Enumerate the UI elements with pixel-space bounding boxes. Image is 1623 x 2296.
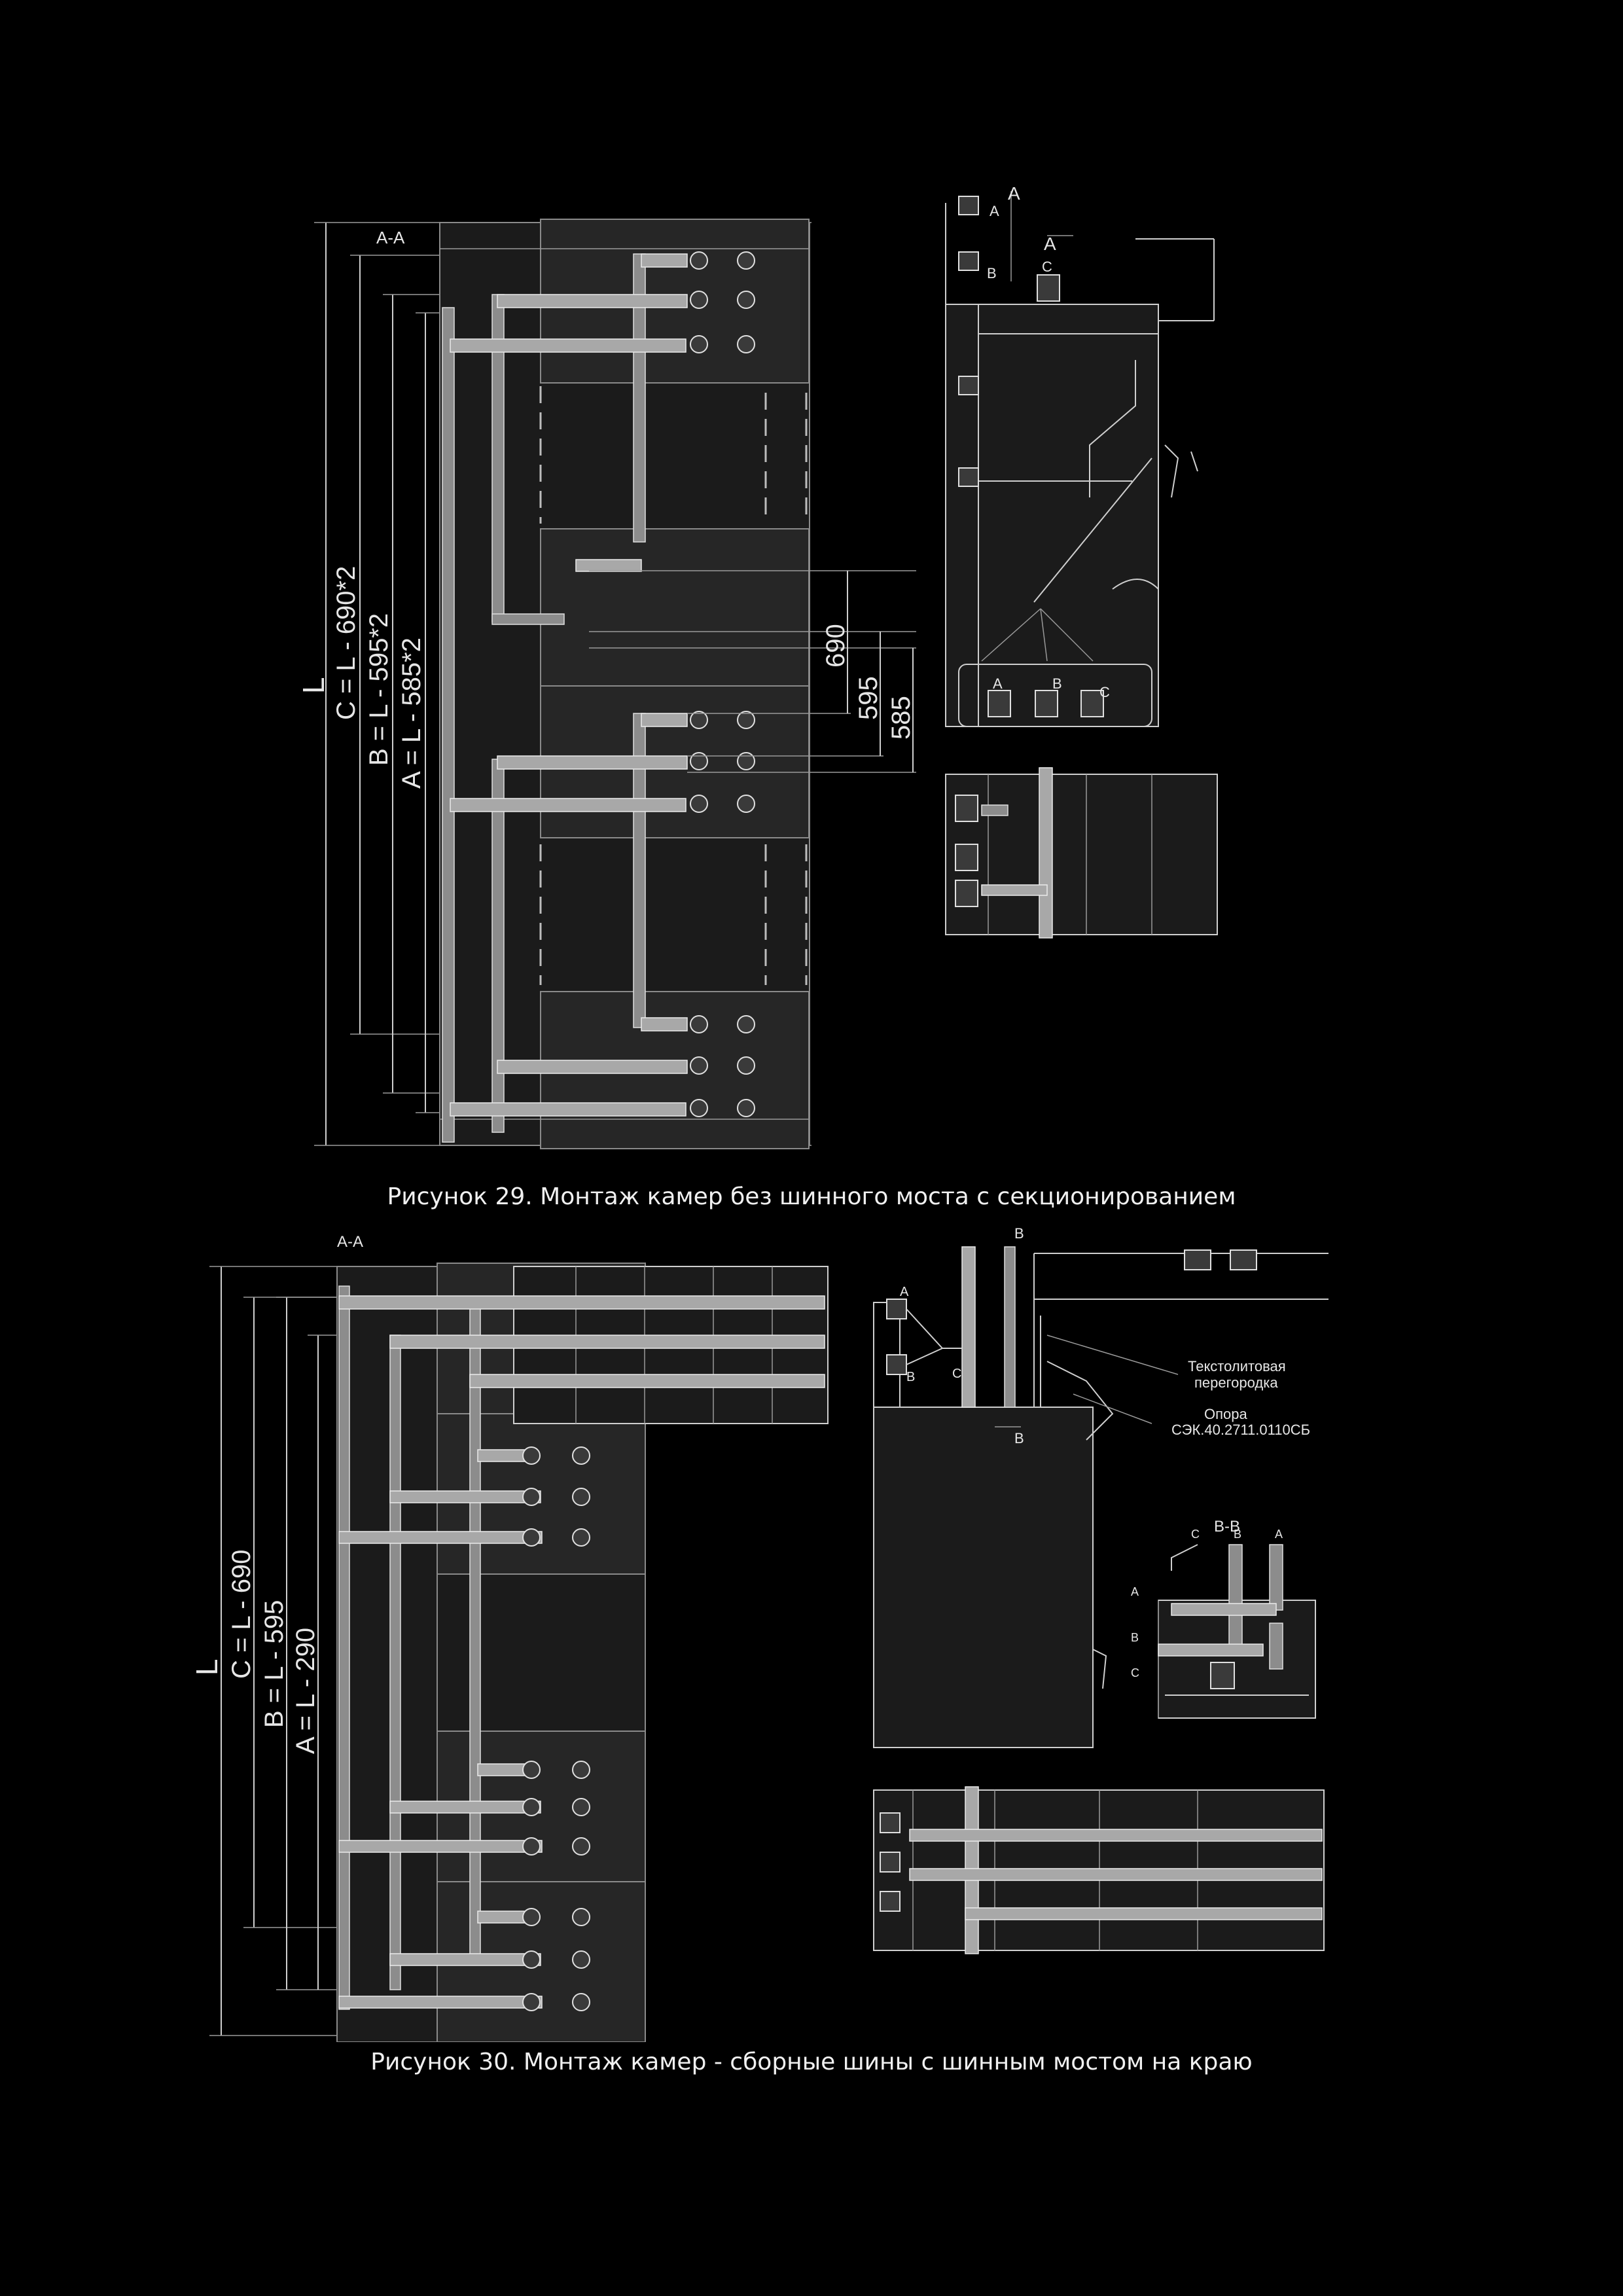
fig30-side-labels: A B C B B Текстолитовая перегородка Опор… <box>900 1225 1310 1446</box>
fig30-note-partition-2: перегородка <box>1194 1374 1278 1391</box>
fig30-bushings <box>522 1446 590 2011</box>
figure-29-drawing: A B C A A A B C A-A L C = L - 690*2 B = … <box>296 183 1218 1149</box>
fig30-side-c: C <box>952 1367 961 1381</box>
figure-30-caption: Рисунок 30. Монтаж камер - сборные шины … <box>370 2049 1253 2075</box>
fig30-note-support-2: СЭК.40.2711.0110СБ <box>1171 1422 1310 1438</box>
fig30-section-label: A-A <box>337 1233 363 1251</box>
fig29-dim-b: B = L - 595*2 <box>365 613 393 766</box>
fig30-section-bb: B-B C B A A B C <box>1131 1518 1316 1719</box>
fig30-dim-a: A = L - 290 <box>291 1628 320 1754</box>
bb-label-b: B <box>1234 1528 1241 1541</box>
bb-label-c: C <box>1191 1528 1200 1541</box>
fig29-dim-690: 690 <box>821 624 850 668</box>
fig30-cut-b2: B <box>1014 1430 1024 1446</box>
bb-label-a: A <box>1275 1528 1283 1541</box>
fig30-dim-c: C = L - 690 <box>227 1549 256 1679</box>
fig29-side-labels: A B C A A A B C <box>987 183 1110 700</box>
fig29-dimension-lines <box>314 222 812 1146</box>
bb-left-b: B <box>1131 1631 1139 1644</box>
fig29-cut-a1: A <box>1008 183 1020 204</box>
fig30-side-a: A <box>900 1285 909 1299</box>
fig30-side-b: B <box>906 1370 915 1384</box>
fig29-dim-595: 595 <box>854 676 883 720</box>
fig30-cut-b1: B <box>1014 1225 1024 1242</box>
fig30-note-partition-1: Текстолитовая <box>1188 1358 1286 1374</box>
fig30-side-view <box>873 1246 1329 1748</box>
fig29-section-label: A-A <box>376 228 405 247</box>
fig30-busbars <box>338 1285 825 2010</box>
fig29-bottom-a: A <box>993 675 1003 692</box>
fig29-right-dims <box>589 570 916 773</box>
fig29-busbars <box>442 253 688 1143</box>
fig30-dimension-lines <box>209 1266 393 2036</box>
fig29-bushings <box>690 251 755 1117</box>
fig29-bottom-b: B <box>1052 675 1062 692</box>
fig30-top-view <box>873 1786 1325 1954</box>
bb-left-a: A <box>1131 1585 1139 1598</box>
fig29-dim-c: C = L - 690*2 <box>332 566 361 720</box>
fig29-side-a: A <box>990 203 999 219</box>
figure-29-caption: Рисунок 29. Монтаж камер без шинного мос… <box>387 1183 1236 1210</box>
fig29-dim-a: A = L - 585*2 <box>397 637 426 789</box>
fig30-dim-b: B = L - 595 <box>260 1600 289 1728</box>
fig30-note-support-1: Опора <box>1204 1406 1247 1422</box>
bb-left-c: C <box>1131 1666 1139 1679</box>
fig29-cut-a2: A <box>1044 234 1056 254</box>
fig29-dim-l: L <box>296 677 330 694</box>
fig29-side-view <box>945 191 1215 727</box>
figure-30-drawing: A B C B B Текстолитовая перегородка Опор… <box>190 1225 1329 2042</box>
fig30-section-bb-label: B-B <box>1214 1518 1240 1535</box>
fig29-side-c: C <box>1042 259 1052 275</box>
fig29-bottom-c: C <box>1099 684 1110 700</box>
fig29-top-view <box>945 767 1218 939</box>
fig30-dim-l: L <box>190 1659 224 1676</box>
fig29-side-b: B <box>987 265 997 281</box>
fig29-dim-585: 585 <box>887 696 916 740</box>
